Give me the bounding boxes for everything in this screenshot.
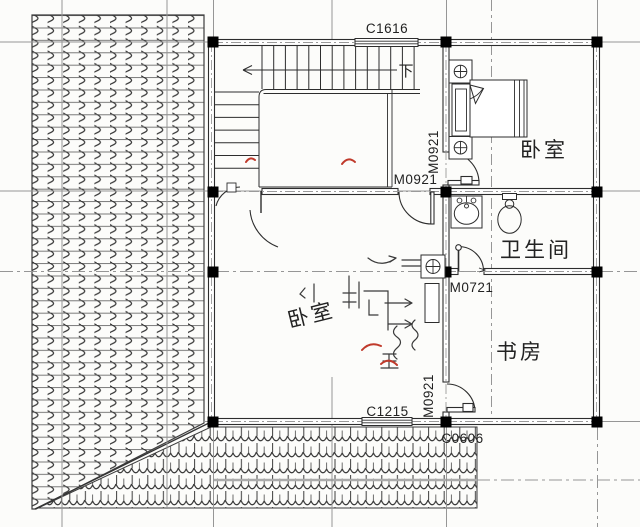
room-label-bedroom-center: 卧室: [285, 299, 337, 333]
roof-bottom-tiles: [34, 420, 478, 510]
roof-left-tiles: [31, 14, 205, 510]
door-label-m0721-bathroom: M0721: [450, 280, 494, 295]
room-label-bedroom-right: 卧室: [520, 139, 568, 162]
fixture-square: [420, 254, 446, 323]
door-label-m0921-bedroom: M0921: [426, 130, 441, 174]
pillow: [469, 84, 485, 105]
wall-centerlines: [211, 42, 597, 422]
door-label-m0921-hall: M0921: [394, 172, 438, 187]
cabinet: [424, 283, 440, 323]
stair-down-label: 下: [398, 63, 413, 80]
door-bathroom: [455, 244, 487, 273]
staircase: [214, 46, 420, 188]
window-label-c1215: C1215: [366, 404, 408, 419]
roof-valley-line: [34, 420, 214, 510]
door-study: [446, 383, 476, 413]
window-c1215-symbol: [361, 417, 413, 426]
walls: [207, 38, 601, 426]
window-label-c0606: C0606: [441, 431, 483, 446]
window-label-c1616: C1616: [366, 21, 408, 36]
structural-columns: [207, 36, 603, 428]
bed: [448, 59, 528, 160]
toilet: [497, 193, 522, 234]
window-c1616-symbol: [354, 38, 419, 47]
sketch-red-marks: [245, 157, 398, 366]
room-label-bathroom: 卫生间: [500, 239, 572, 262]
stairwell-rail-outer: [258, 89, 420, 187]
room-label-study: 书房: [496, 341, 544, 364]
door-hall: [398, 191, 435, 225]
sink: [450, 195, 483, 229]
sketch-annotations: [299, 255, 421, 369]
door-label-m0921-study: M0921: [421, 374, 436, 418]
door-stair-landing: [215, 182, 279, 248]
